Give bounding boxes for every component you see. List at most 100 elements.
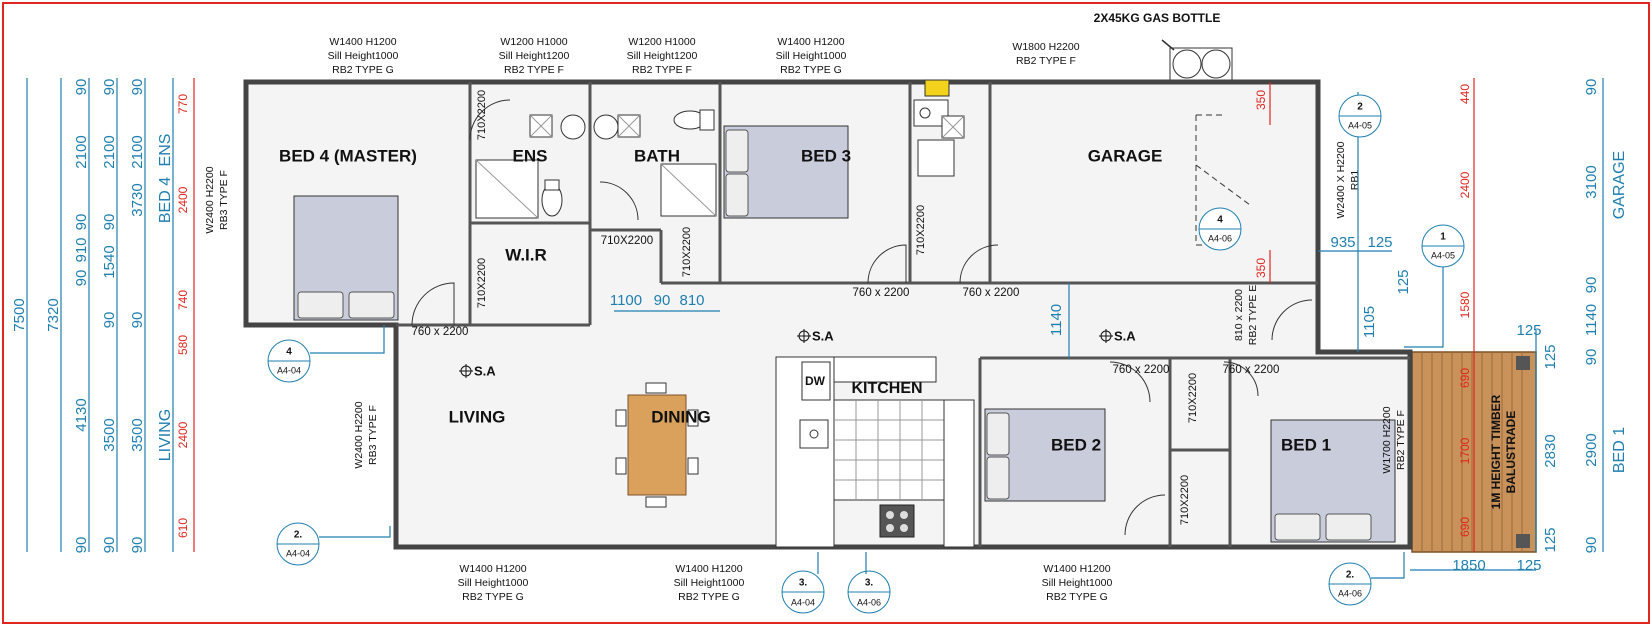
window-label-top-2: W1200 H1000 Sill Height1200 RB2 TYPE F xyxy=(499,36,570,76)
room-label-bed-1: BED 1 xyxy=(1281,435,1331,454)
svg-text:2: 2 xyxy=(1357,102,1363,113)
svg-text:RB2 TYPE G: RB2 TYPE G xyxy=(1046,591,1108,603)
svg-text:W1400 H1200: W1400 H1200 xyxy=(777,36,844,48)
svg-text:A4-06: A4-06 xyxy=(857,597,881,607)
svg-text:4: 4 xyxy=(286,347,292,358)
dim-left-red-1: 770 xyxy=(176,94,190,114)
svg-text:S.A: S.A xyxy=(1114,328,1136,343)
dim-left-col5-b: 2100 xyxy=(101,135,118,168)
right-dimension-lines xyxy=(1473,78,1604,552)
svg-text:RB2 TYPE G: RB2 TYPE G xyxy=(678,591,740,603)
door-label-ens: 710X2200 xyxy=(476,90,488,140)
bed-2-bed xyxy=(984,408,1106,502)
svg-text:Sill Height1000: Sill Height1000 xyxy=(1042,577,1113,589)
svg-text:RB2 TYPE G: RB2 TYPE G xyxy=(780,64,842,76)
svg-text:Sill Height1000: Sill Height1000 xyxy=(458,577,529,589)
garage-door-swing xyxy=(1195,114,1251,246)
dim-right-c2-2: 3100 xyxy=(1583,165,1600,198)
svg-text:W1400 H1200: W1400 H1200 xyxy=(329,36,396,48)
internal-walls xyxy=(396,82,1410,547)
svg-text:RB2 TYPE G: RB2 TYPE G xyxy=(462,591,524,603)
door-label-bed4: 760 x 2200 xyxy=(412,326,469,338)
dim-left-col6-d: 90 xyxy=(129,312,146,329)
gas-bottle-icon xyxy=(1161,39,1233,81)
section-tag-2-a4-04: 2. A4-04 xyxy=(276,522,391,566)
svg-text:350: 350 xyxy=(1254,258,1268,278)
room-label-garage: GARAGE xyxy=(1088,146,1163,165)
window-label-bottom-3: W1400 H1200 Sill Height1000 RB2 TYPE G xyxy=(1042,563,1113,603)
door-label-garage: 760 x 2200 xyxy=(963,287,1020,299)
dim-left-col6-c: 3730 xyxy=(129,183,146,216)
room-label-bath: BATH xyxy=(634,146,680,165)
dim-125-b: 125 xyxy=(1395,269,1412,294)
svg-text:A4-06: A4-06 xyxy=(1208,233,1232,243)
svg-text:A4-06: A4-06 xyxy=(1338,588,1362,598)
dim-right-c1-bot: 125 xyxy=(1542,527,1559,552)
left-dimension-lines xyxy=(26,78,195,552)
bath-fixtures xyxy=(593,109,717,217)
svg-text:W1200 H1000: W1200 H1000 xyxy=(500,36,567,48)
section-tag-2-a4-06: 2. A4-06 xyxy=(1328,552,1405,606)
smoke-alarm-1: S.A xyxy=(459,363,496,378)
section-tag-3-a4-04: 3. A4-04 xyxy=(781,552,825,614)
dim-right-label-garage: GARAGE xyxy=(1611,151,1628,219)
dim-right-c1-mid: 2830 xyxy=(1542,434,1559,467)
door-label-bath: 710X2200 xyxy=(601,235,653,247)
room-label-kitchen: KITCHEN xyxy=(851,380,922,397)
window-label-bed4-side-2: RB3 TYPE F xyxy=(218,170,230,230)
svg-text:S.A: S.A xyxy=(812,328,834,343)
svg-text:W1400 H1200: W1400 H1200 xyxy=(459,563,526,575)
dim-right-red-5: 1700 xyxy=(1458,437,1472,464)
dining-table xyxy=(615,382,699,508)
svg-text:A4-05: A4-05 xyxy=(1348,120,1372,130)
window-label-top-3: W1200 H1000 Sill Height1200 RB2 TYPE F xyxy=(627,36,698,76)
svg-text:3.: 3. xyxy=(799,578,808,589)
dim-left-col2: 7320 xyxy=(45,298,62,331)
dim-left-col6-e: 3500 xyxy=(129,418,146,451)
dim-1105: 1105 xyxy=(1361,306,1378,338)
svg-text:A4-04: A4-04 xyxy=(791,597,815,607)
window-label-top-4: W1400 H1200 Sill Height1000 RB2 TYPE G xyxy=(776,36,847,76)
dim-right-c2-1: 90 xyxy=(1583,79,1600,96)
dim-right-c3-top: 125 xyxy=(1516,322,1541,339)
dim-right-c1-top: 125 xyxy=(1542,344,1559,369)
dim-left-col5-f: 3500 xyxy=(101,418,118,451)
dim-1850: 1850 xyxy=(1452,557,1485,574)
svg-text:350: 350 xyxy=(1254,90,1268,110)
section-tag-1-a4-05: 1 A4-05 xyxy=(1404,224,1465,348)
window-label-top-5: W1800 H2200 RB2 TYPE F xyxy=(1012,41,1079,67)
room-label-ens: ENS xyxy=(513,146,548,165)
svg-text:A4-04: A4-04 xyxy=(277,365,301,375)
svg-text:Sill Height1000: Sill Height1000 xyxy=(674,577,745,589)
kitchen-bench xyxy=(775,356,975,548)
svg-text:RB2 TYPE F: RB2 TYPE F xyxy=(1016,55,1076,67)
svg-text:4: 4 xyxy=(1217,215,1223,226)
window-label-living-side-1: W2400 H2200 xyxy=(353,401,365,468)
window-label-bed1-side-2: RB2 TYPE F xyxy=(1395,410,1407,470)
svg-text:Sill Height1200: Sill Height1200 xyxy=(499,50,570,62)
smoke-alarm-2: S.A xyxy=(797,328,834,343)
svg-text:RB2 TYPE F: RB2 TYPE F xyxy=(504,64,564,76)
svg-text:3.: 3. xyxy=(865,578,874,589)
window-label-bed1-side-1: W1700 H2200 xyxy=(1381,406,1393,473)
dim-left-col3-b: 4130 xyxy=(73,398,90,431)
dim-left-label-bed4: BED 4 xyxy=(157,177,174,223)
laundry-fixtures xyxy=(913,79,965,177)
dim-right-red-3: 1580 xyxy=(1458,291,1472,318)
dim-left-col3-a: 90 xyxy=(73,79,90,96)
dim-left-col5-c: 90 xyxy=(101,214,118,231)
svg-text:Sill Height1000: Sill Height1000 xyxy=(776,50,847,62)
door-label-garage-side-2: RB2 TYPE E xyxy=(1247,285,1259,346)
window-label-garage-side-1: W2400 X H2200 xyxy=(1335,141,1347,218)
door-label-bed2: 760 x 2200 xyxy=(1113,364,1170,376)
room-label-wir: W.I.R xyxy=(505,245,547,264)
window-label-bottom-1: W1400 H1200 Sill Height1000 RB2 TYPE G xyxy=(458,563,529,603)
dim-left-overall: 7500 xyxy=(11,298,28,331)
svg-text:1: 1 xyxy=(1440,232,1446,243)
svg-text:Sill Height1000: Sill Height1000 xyxy=(328,50,399,62)
door-label-bed3-door: 760 x 2200 xyxy=(853,287,910,299)
room-label-bed-3: BED 3 xyxy=(801,146,851,165)
door-swings xyxy=(411,99,1313,536)
dim-left-col6-f: 90 xyxy=(129,537,146,554)
